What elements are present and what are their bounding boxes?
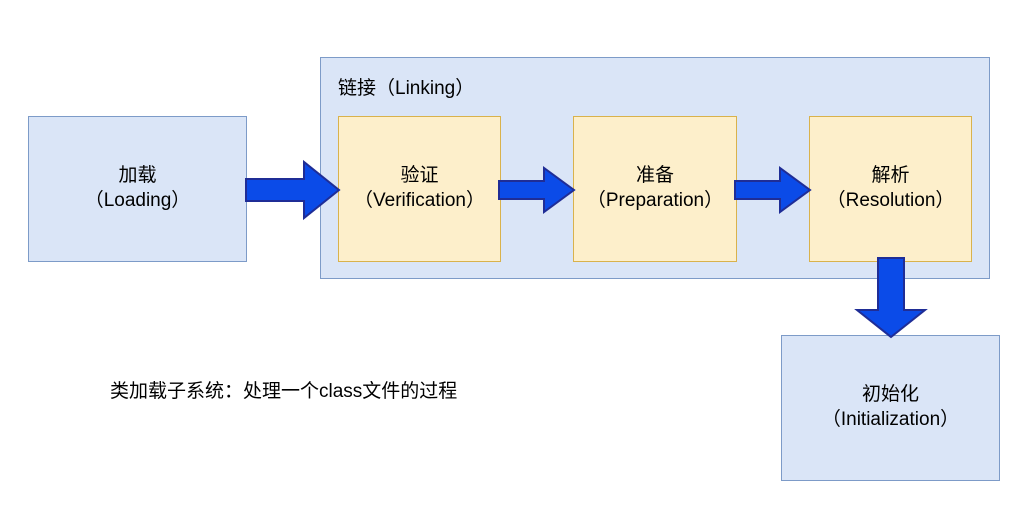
node-preparation-label-en: （Preparation） [586,190,724,211]
node-resolution[interactable]: 解析 （Resolution） [809,116,972,262]
node-resolution-label-en: （Resolution） [826,190,955,211]
node-initialization[interactable]: 初始化 （Initialization） [781,335,1000,481]
node-initialization-label-cn: 初始化 [861,384,919,406]
diagram-caption: 类加载子系统：处理一个class文件的过程 [110,381,458,402]
node-preparation[interactable]: 准备 （Preparation） [573,116,737,262]
node-verification[interactable]: 验证 （Verification） [338,116,501,262]
arrow-verification-to-preparation [498,166,576,214]
node-verification-label-cn: 验证 [400,165,439,187]
node-initialization-label-en: （Initialization） [821,409,960,430]
node-loading[interactable]: 加载 （Loading） [28,116,247,262]
arrow-resolution-to-initialization [854,257,928,339]
node-loading-label-en: （Loading） [84,190,191,211]
node-preparation-label-cn: 准备 [635,165,674,187]
arrow-preparation-to-resolution [734,166,812,214]
node-resolution-label-cn: 解析 [871,165,910,187]
group-linking-label: 链接（Linking） [338,78,475,99]
arrow-loading-to-verification [245,159,341,221]
node-verification-label-en: （Verification） [354,190,485,211]
node-loading-label-cn: 加载 [118,165,157,187]
